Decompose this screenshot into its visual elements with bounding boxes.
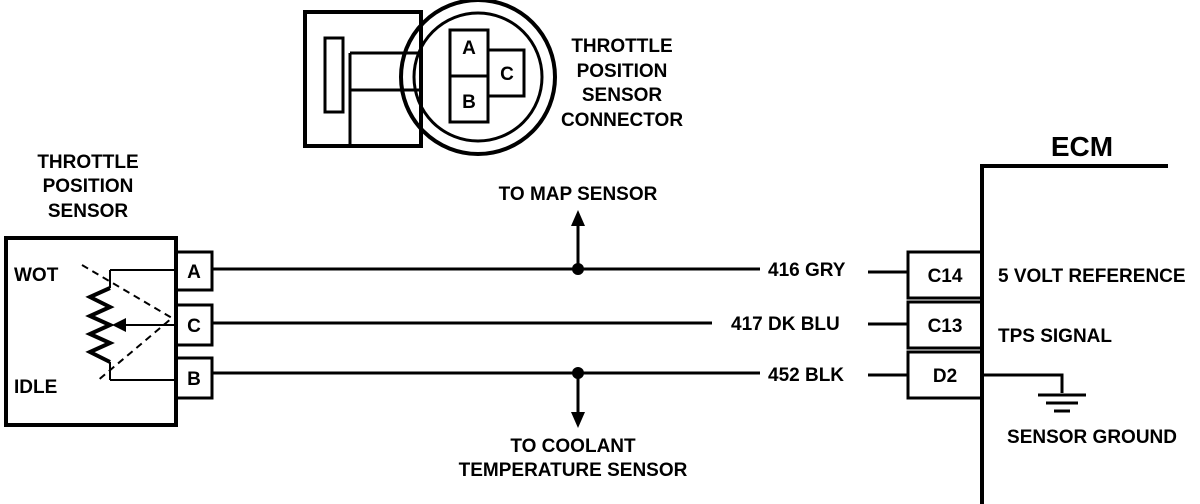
connector-title-line-4: CONNECTOR xyxy=(561,110,683,131)
connector-latch xyxy=(323,36,345,114)
throttle-position-sensor: WOT IDLE A C B xyxy=(4,236,214,427)
branch-map-arrowhead xyxy=(571,210,585,226)
wiper-arrowhead xyxy=(112,318,126,332)
branch-coolant-label-line-1: TO COOLANT xyxy=(510,436,636,457)
sensor-idle-label: IDLE xyxy=(14,377,57,398)
branch-coolant-arrowhead xyxy=(571,412,585,428)
connector-cavity-b xyxy=(448,74,490,124)
ecm-pin-c14: C14 xyxy=(928,266,963,287)
wires: 416 GRY 417 DK BLU 452 BLK TO MAP SENSOR… xyxy=(212,184,908,481)
connector-title-line-3: SENSOR xyxy=(582,85,663,106)
ecm-signal-ground: SENSOR GROUND xyxy=(1007,427,1177,448)
sensor-title-line-1: THROTTLE xyxy=(37,152,138,173)
ecm-pin-d2: D2 xyxy=(933,366,957,387)
ecm-signal-tps: TPS SIGNAL xyxy=(998,326,1112,347)
connector-pin-c: C xyxy=(500,64,514,85)
branch-map-label: TO MAP SENSOR xyxy=(499,184,658,205)
connector-title: THROTTLE POSITION SENSOR CONNECTOR xyxy=(561,36,683,131)
connector-outer-ring xyxy=(399,0,557,156)
wire-label-gry: 416 GRY xyxy=(768,260,846,281)
sensor-pin-c: C xyxy=(187,316,201,337)
sensor-title: THROTTLE POSITION SENSOR xyxy=(37,152,138,222)
sensor-pin-c-box xyxy=(174,303,214,347)
ecm-pin-c14-box xyxy=(906,250,984,300)
resistor-zigzag xyxy=(85,286,115,364)
ground-wire xyxy=(982,373,1064,393)
wire-label-blu: 417 DK BLU xyxy=(731,314,840,335)
connector-cavity-c xyxy=(486,48,526,98)
branch-coolant-label-line-2: TEMPERATURE SENSOR xyxy=(459,460,688,481)
sensor-pin-a-box xyxy=(174,250,214,292)
connector-inner-ring xyxy=(412,11,544,143)
connector-pin-a: A xyxy=(462,38,476,59)
sensor-pin-b: B xyxy=(187,369,201,390)
ecm-pin-c13-box xyxy=(906,300,984,350)
ecm-title: ECM xyxy=(1051,131,1113,162)
sensor-pin-b-box xyxy=(174,356,214,400)
sensor-wot-label: WOT xyxy=(14,265,59,286)
wire-label-blk: 452 BLK xyxy=(768,365,844,386)
wiper-travel-path xyxy=(81,264,174,383)
ecm-pin-c13: C13 xyxy=(928,316,963,337)
connector-drawing: A B C xyxy=(303,0,557,156)
connector-pin-b: B xyxy=(462,92,476,113)
ecm-signal-ref: 5 VOLT REFERENCE xyxy=(998,266,1186,287)
sensor-pin-a: A xyxy=(187,262,201,283)
sensor-title-line-2: POSITION xyxy=(43,176,134,197)
sensor-title-line-3: SENSOR xyxy=(48,201,129,222)
connector-title-line-1: THROTTLE xyxy=(571,36,672,57)
connector-title-line-2: POSITION xyxy=(577,61,668,82)
connector-housing xyxy=(303,10,423,148)
ecm: ECM C14 C13 D2 5 VOLT REFERENCE TPS SIGN… xyxy=(906,131,1186,504)
